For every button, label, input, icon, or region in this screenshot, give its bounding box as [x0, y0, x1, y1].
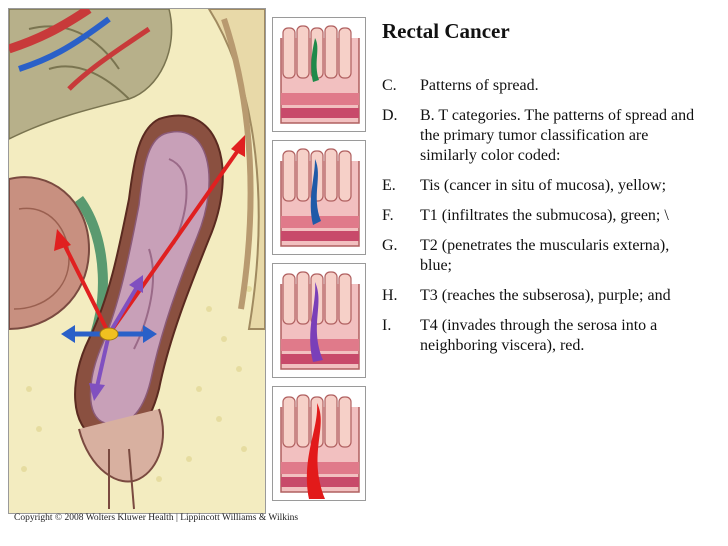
mucosa-t1-drawing	[273, 18, 365, 131]
list-item: I. T4 (invades through the serosa into a…	[382, 316, 702, 356]
item-label: F.	[382, 207, 394, 224]
mucosa-t4-drawing	[273, 387, 365, 500]
copyright-notice: Copyright © 2008 Wolters Kluwer Health |…	[14, 513, 299, 523]
item-label: E.	[382, 177, 396, 194]
item-label: C.	[382, 77, 397, 94]
item-label: D.	[382, 107, 398, 124]
anatomy-illustration	[8, 8, 266, 514]
item-text: Tis (cancer in situ of mucosa), yellow;	[420, 177, 667, 194]
list-item: H. T3 (reaches the subserosa), purple; a…	[382, 286, 702, 306]
list-item: E. Tis (cancer in situ of mucosa), yello…	[382, 176, 702, 196]
tumor-shape	[311, 38, 319, 82]
tumor-shape	[306, 403, 325, 499]
list-item: F. T1 (infiltrates the submucosa), green…	[382, 206, 702, 226]
slide-title: Rectal Cancer	[382, 19, 510, 43]
list-item: C. Patterns of spread.	[382, 76, 702, 96]
tumor-shape	[310, 282, 323, 362]
item-text: T1 (infiltrates the submucosa), green; \	[420, 207, 669, 224]
mucosa-t2-drawing	[273, 141, 365, 254]
panel-t1	[272, 17, 366, 132]
item-label: I.	[382, 317, 392, 334]
item-label: H.	[382, 287, 398, 304]
list-item: G. T2 (penetrates the muscularis externa…	[382, 236, 702, 276]
panel-t4	[272, 386, 366, 501]
slide-text: Rectal Cancer C. Patterns of spread. D. …	[382, 18, 702, 366]
tumor-shape	[310, 159, 321, 225]
panel-t2	[272, 140, 366, 255]
item-label: G.	[382, 237, 398, 254]
panel-t3	[272, 263, 366, 378]
item-text: T3 (reaches the subserosa), purple; and	[420, 287, 671, 304]
item-text: T4 (invades through the serosa into a ne…	[420, 317, 658, 354]
mucosa-t3-drawing	[273, 264, 365, 377]
item-text: T2 (penetrates the muscularis externa), …	[420, 237, 670, 274]
item-text: B. T categories. The patterns of spread …	[420, 107, 695, 164]
pelvis-sagittal-drawing	[9, 9, 265, 513]
item-text: Patterns of spread.	[420, 77, 539, 94]
list-item: D. B. T categories. The patterns of spre…	[382, 106, 702, 166]
